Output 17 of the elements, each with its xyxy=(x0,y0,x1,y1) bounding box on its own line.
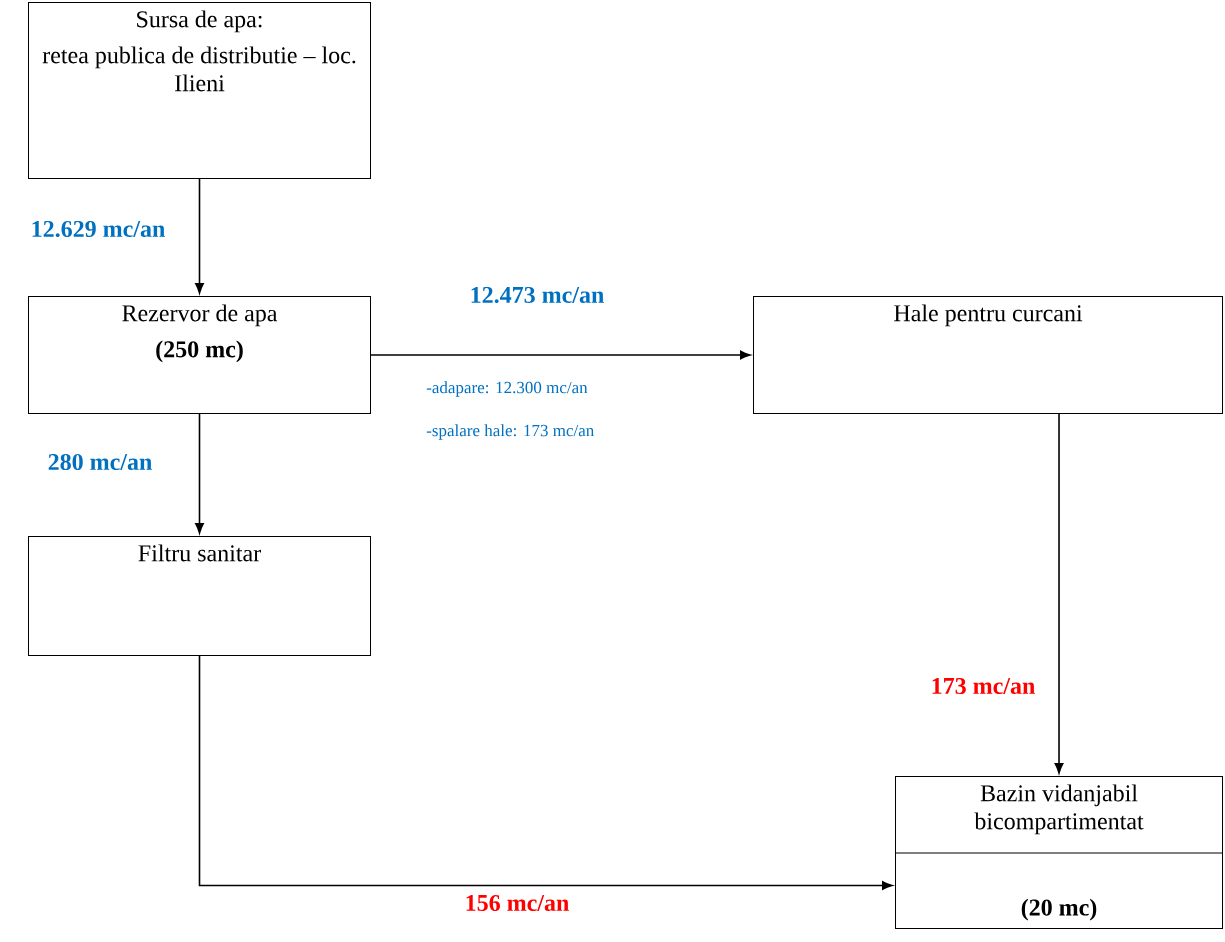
arrow xyxy=(198,655,893,890)
edge-label: 12.629 mc/an xyxy=(28,218,168,240)
arrow xyxy=(195,413,204,534)
process-box: Sursa de apa: retea publica de distributie – loc. Ilieni xyxy=(28,2,371,179)
arrow xyxy=(370,350,751,360)
edge-label: 173 mc/an xyxy=(928,675,1038,697)
process-box: Hale pentru curcani xyxy=(753,296,1223,414)
note: -adapare: 12.300 mc/an xyxy=(426,381,588,397)
process-box: Bazin vidanjabil bicompartimentat (20 mc) xyxy=(894,776,1223,929)
edge-label: 280 mc/an xyxy=(45,451,155,473)
process-box: Filtru sanitar xyxy=(28,536,371,656)
arrow xyxy=(1054,413,1064,774)
edge-label: 156 mc/an xyxy=(462,892,572,914)
edge-label: 12.473 mc/an xyxy=(467,284,607,306)
arrow xyxy=(195,178,204,294)
note: -spalare hale: 173 mc/an xyxy=(426,424,594,440)
process-box: Rezervor de apa (250 mc) xyxy=(28,296,371,414)
